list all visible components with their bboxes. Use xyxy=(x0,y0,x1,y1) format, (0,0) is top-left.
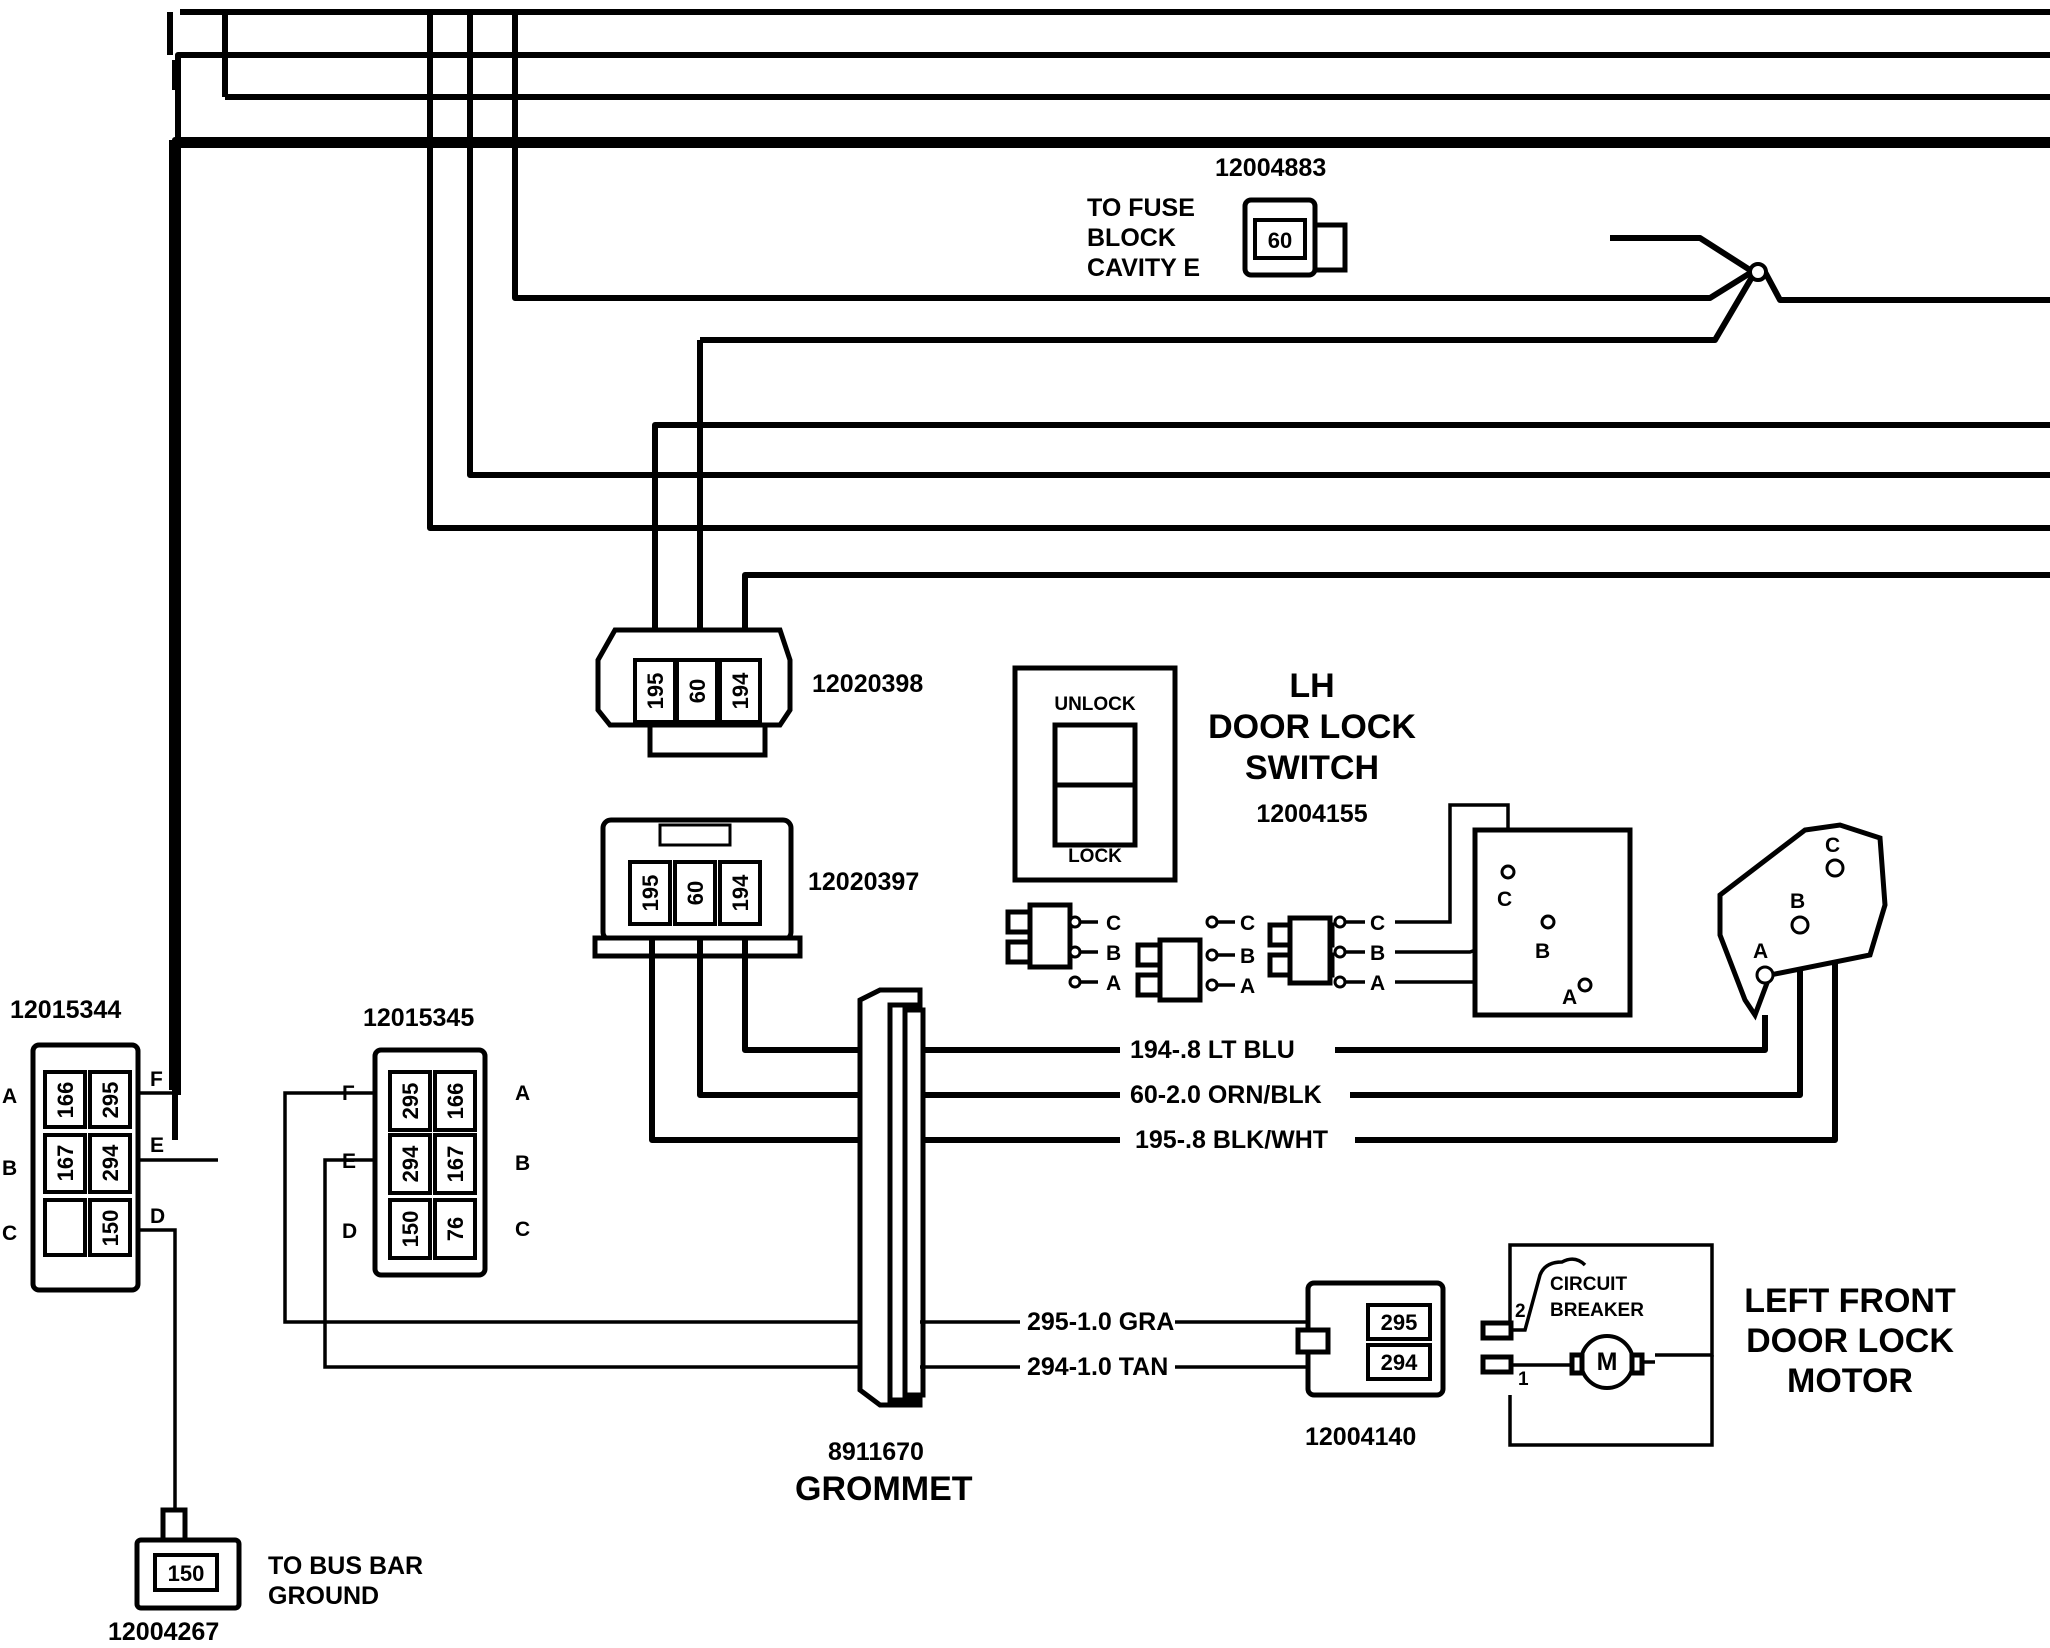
part-number-12004883: 12004883 xyxy=(1215,154,1326,182)
cavity-295: 295 xyxy=(98,1082,123,1119)
term-c: C xyxy=(1370,912,1385,935)
wire-label-60: 60-2.0 ORN/BLK xyxy=(1130,1081,1322,1109)
pin-f: F xyxy=(150,1068,163,1091)
cavity-194: 194 xyxy=(728,672,753,709)
term-a: A xyxy=(1106,972,1121,995)
cavity-195: 195 xyxy=(638,875,663,912)
fuse-block-note-1: TO FUSE xyxy=(1087,194,1195,222)
part-number-12015345: 12015345 xyxy=(363,1004,474,1032)
motor-title-1: LEFT FRONT xyxy=(1744,1282,1956,1320)
cavity-295: 295 xyxy=(398,1083,423,1120)
term-c: C xyxy=(1240,912,1255,935)
switch-title-3: SWITCH xyxy=(1245,749,1379,787)
door-lock-switch: UNLOCK LOCK xyxy=(1012,665,1178,883)
grommet-label: GROMMET xyxy=(795,1470,973,1508)
part-number-12004267: 12004267 xyxy=(108,1618,219,1646)
cavity-294: 294 xyxy=(398,1145,423,1182)
switch-unlock-label: UNLOCK xyxy=(1054,694,1136,715)
part-number-12020397: 12020397 xyxy=(808,868,919,896)
connector-12004883: 60 xyxy=(1242,197,1348,278)
cavity-194: 194 xyxy=(728,874,753,911)
connector-12020398: 195 60 194 xyxy=(595,627,793,758)
schem-term-c: C xyxy=(1497,888,1512,911)
side-term-b: B xyxy=(1790,890,1805,913)
wire-label-294: 294-1.0 TAN xyxy=(1027,1353,1168,1381)
fuse-block-note-3: CAVITY E xyxy=(1087,254,1200,282)
cavity-294: 294 xyxy=(98,1144,123,1181)
bus-bar-note-1: TO BUS BAR xyxy=(268,1552,423,1580)
cavity-166: 166 xyxy=(53,1082,78,1119)
cavity-166: 166 xyxy=(443,1083,468,1120)
term-b: B xyxy=(1370,942,1385,965)
cavity-150: 150 xyxy=(398,1211,423,1248)
term-a: A xyxy=(1370,972,1385,995)
pin-b: B xyxy=(515,1152,530,1175)
part-number-12004140: 12004140 xyxy=(1305,1423,1416,1451)
connector-12004140: 295 294 xyxy=(1295,1280,1446,1398)
part-number-12015344: 12015344 xyxy=(10,996,121,1024)
pin-c: C xyxy=(2,1222,17,1245)
connector-12020397: 195 60 194 xyxy=(592,817,803,959)
switch-contacts-2: C B A xyxy=(1135,912,1255,1003)
grommet-part-number: 8911670 xyxy=(828,1438,924,1466)
switch-body-side: A B C xyxy=(1717,822,1888,1021)
cavity-295: 295 xyxy=(1381,1310,1418,1335)
pin-d: D xyxy=(150,1205,165,1228)
connector-12004267: 150 xyxy=(134,1507,242,1611)
bus-bar-note-2: GROUND xyxy=(268,1582,379,1610)
splice-point xyxy=(1748,262,1768,282)
schem-term-b: B xyxy=(1535,940,1550,963)
connector-12015344: 166 295 167 294 150 A B C F E D xyxy=(2,1042,165,1293)
motor-title-3: MOTOR xyxy=(1787,1362,1913,1400)
term-b: B xyxy=(1106,942,1121,965)
switch-schematic: C B A xyxy=(1395,803,1633,1018)
cavity-150: 150 xyxy=(168,1561,205,1586)
pin-a: A xyxy=(515,1082,530,1105)
schem-term-a: A xyxy=(1562,986,1577,1009)
pin-a: A xyxy=(2,1085,17,1108)
pin-b: B xyxy=(2,1157,17,1180)
fuse-block-note-2: BLOCK xyxy=(1087,224,1176,252)
motor-symbol: M xyxy=(1597,1348,1618,1376)
connector-12015345: 295 166 294 167 150 76 F E D A B C xyxy=(342,1047,530,1278)
switch-title-2: DOOR LOCK xyxy=(1208,708,1416,746)
harness-wires xyxy=(167,9,2050,1140)
breaker-label-1: CIRCUIT xyxy=(1550,1274,1627,1295)
cavity-label: 60 xyxy=(1268,228,1292,253)
part-number-12020398: 12020398 xyxy=(812,670,923,698)
switch-contacts-1: C B A xyxy=(1005,902,1121,995)
cavity-294: 294 xyxy=(1381,1350,1418,1375)
motor-term-1: 1 xyxy=(1518,1369,1529,1390)
cavity-76: 76 xyxy=(443,1217,468,1241)
term-b: B xyxy=(1240,945,1255,968)
cavity-60: 60 xyxy=(683,881,708,905)
pin-d: D xyxy=(342,1220,357,1243)
term-a: A xyxy=(1240,975,1255,998)
side-term-c: C xyxy=(1825,834,1840,857)
wire-label-195: 195-.8 BLK/WHT xyxy=(1135,1126,1328,1154)
motor-title-2: DOOR LOCK xyxy=(1746,1322,1954,1360)
term-c: C xyxy=(1106,912,1121,935)
cavity-60: 60 xyxy=(685,679,710,703)
switch-contacts-3: C B A xyxy=(1267,912,1385,995)
cavity-150: 150 xyxy=(98,1210,123,1247)
pin-e: E xyxy=(150,1134,164,1157)
grommet xyxy=(857,987,926,1408)
switch-lock-label: LOCK xyxy=(1068,846,1122,867)
cavity-167: 167 xyxy=(53,1145,78,1182)
switch-part-number: 12004155 xyxy=(1256,800,1367,828)
cavity-167: 167 xyxy=(443,1146,468,1183)
wire-label-194: 194-.8 LT BLU xyxy=(1130,1036,1295,1064)
door-lock-motor: M CIRCUIT BREAKER 2 1 xyxy=(1480,1243,1714,1447)
breaker-label-2: BREAKER xyxy=(1550,1300,1644,1321)
cavity-195: 195 xyxy=(643,673,668,710)
wire-label-295: 295-1.0 GRA xyxy=(1027,1308,1174,1336)
switch-title-1: LH xyxy=(1289,667,1334,705)
side-term-a: A xyxy=(1753,940,1768,963)
motor-term-2: 2 xyxy=(1515,1301,1526,1322)
pin-c: C xyxy=(515,1218,530,1241)
